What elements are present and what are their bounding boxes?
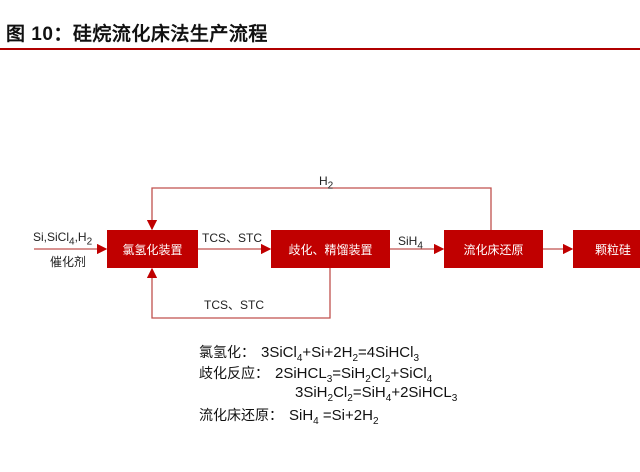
equation-label: 歧化反应： — [199, 366, 269, 382]
equation-disproportionation-2: 3SiH2Cl2=SiH4+2SiHCL3 — [295, 384, 457, 404]
equation-disproportionation-1: 歧化反应： 2SiHCL3=SiH2Cl2+SiCl4 — [199, 363, 432, 385]
equation-fluidized-bed: 流化床还原： SiH4 =Si+2H2 — [199, 405, 379, 427]
equation-label: 流化床还原： — [199, 408, 283, 424]
catalyst-label: 催化剂 — [50, 255, 87, 269]
equation-label: 氯氢化： — [199, 345, 255, 361]
chlorohydrogenation-unit: 氯氢化装置 — [107, 230, 198, 268]
title-divider — [0, 48, 640, 50]
sih4-label: SiH4 — [398, 234, 423, 252]
tcs-stc-top-label: TCS、STC — [202, 231, 263, 245]
equation-formula: SiH4 =Si+2H2 — [289, 407, 379, 427]
h2-recycle-line — [146, 187, 492, 231]
disproportionation-distillation-unit: 歧化、精馏装置 — [271, 230, 390, 268]
figure-title: 图 10：硅烷流化床法生产流程 — [6, 24, 268, 45]
granular-silicon-box: 颗粒硅 — [573, 230, 640, 268]
tcs-stc-recycle-line — [146, 267, 331, 319]
tcs-stc-bottom-label: TCS、STC — [204, 298, 265, 312]
equation-formula: 3SiCl4+Si+2H2=4SiHCl3 — [261, 344, 420, 364]
fluidized-bed-reduction-unit: 流化床还原 — [444, 230, 543, 268]
h2-label: H2 — [319, 174, 334, 192]
equation-formula: 2SiHCL3=SiH2Cl2+SiCl4 — [275, 365, 433, 385]
input-label: Si,SiCl4,H2 — [33, 230, 93, 248]
equation-chlorohydrogenation: 氯氢化： 3SiCl4+Si+2H2=4SiHCl3 — [199, 342, 419, 364]
equation-formula: 3SiH2Cl2=SiH4+2SiHCL3 — [295, 384, 458, 404]
